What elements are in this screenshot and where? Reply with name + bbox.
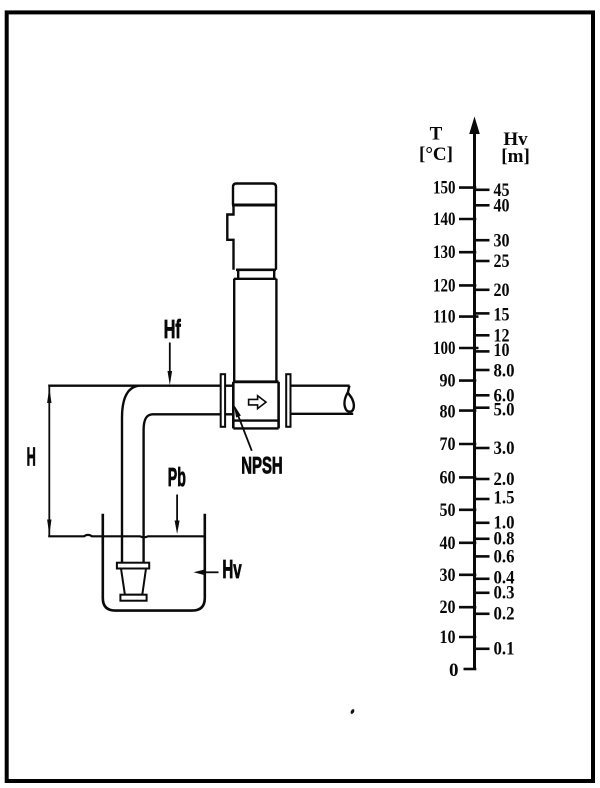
svg-text:60: 60 (440, 467, 456, 488)
svg-text:1.0: 1.0 (494, 512, 515, 533)
svg-text:40: 40 (494, 195, 510, 216)
svg-text:20: 20 (494, 280, 510, 301)
svg-text:0.6: 0.6 (494, 547, 515, 568)
svg-text:0: 0 (449, 660, 459, 681)
svg-text:1.5: 1.5 (494, 487, 515, 508)
svg-text:100: 100 (433, 338, 456, 359)
svg-text:20: 20 (440, 597, 456, 618)
svg-text:Hf: Hf (164, 316, 181, 344)
svg-text:80: 80 (440, 401, 456, 422)
svg-text:30: 30 (440, 565, 456, 586)
svg-text:Hv: Hv (222, 556, 242, 584)
svg-text:30: 30 (494, 230, 510, 251)
svg-text:40: 40 (440, 533, 456, 554)
svg-text:3.0: 3.0 (494, 438, 515, 459)
svg-text:Hv: Hv (503, 129, 528, 150)
svg-text:0.8: 0.8 (494, 528, 515, 549)
svg-text:120: 120 (433, 275, 456, 296)
svg-text:0.4: 0.4 (494, 567, 515, 588)
svg-text:H: H (27, 444, 36, 472)
svg-text:8.0: 8.0 (494, 360, 515, 381)
svg-text:130: 130 (433, 242, 456, 263)
svg-text:15: 15 (494, 305, 510, 326)
svg-text:150: 150 (433, 178, 456, 199)
svg-text:[°C]: [°C] (419, 144, 453, 165)
svg-text:T: T (430, 123, 443, 144)
svg-text:Pb: Pb (168, 464, 186, 492)
svg-text:12: 12 (494, 326, 510, 347)
svg-text:5.0: 5.0 (494, 400, 515, 421)
svg-text:110: 110 (433, 307, 456, 328)
svg-text:0.3: 0.3 (494, 582, 515, 603)
svg-text:25: 25 (494, 251, 510, 272)
svg-text:10: 10 (440, 627, 456, 648)
svg-text:6.0: 6.0 (494, 386, 515, 407)
svg-text:2.0: 2.0 (494, 469, 515, 490)
svg-text:0.2: 0.2 (494, 604, 515, 625)
svg-text:0.1: 0.1 (494, 639, 515, 660)
svg-text:90: 90 (440, 371, 456, 392)
svg-text:[m]: [m] (501, 146, 529, 167)
svg-text:70: 70 (440, 434, 456, 455)
svg-text:140: 140 (433, 209, 456, 230)
svg-text:45: 45 (494, 180, 510, 201)
svg-text:10: 10 (494, 340, 510, 361)
svg-text:NPSH: NPSH (241, 453, 282, 480)
svg-text:50: 50 (440, 500, 456, 521)
